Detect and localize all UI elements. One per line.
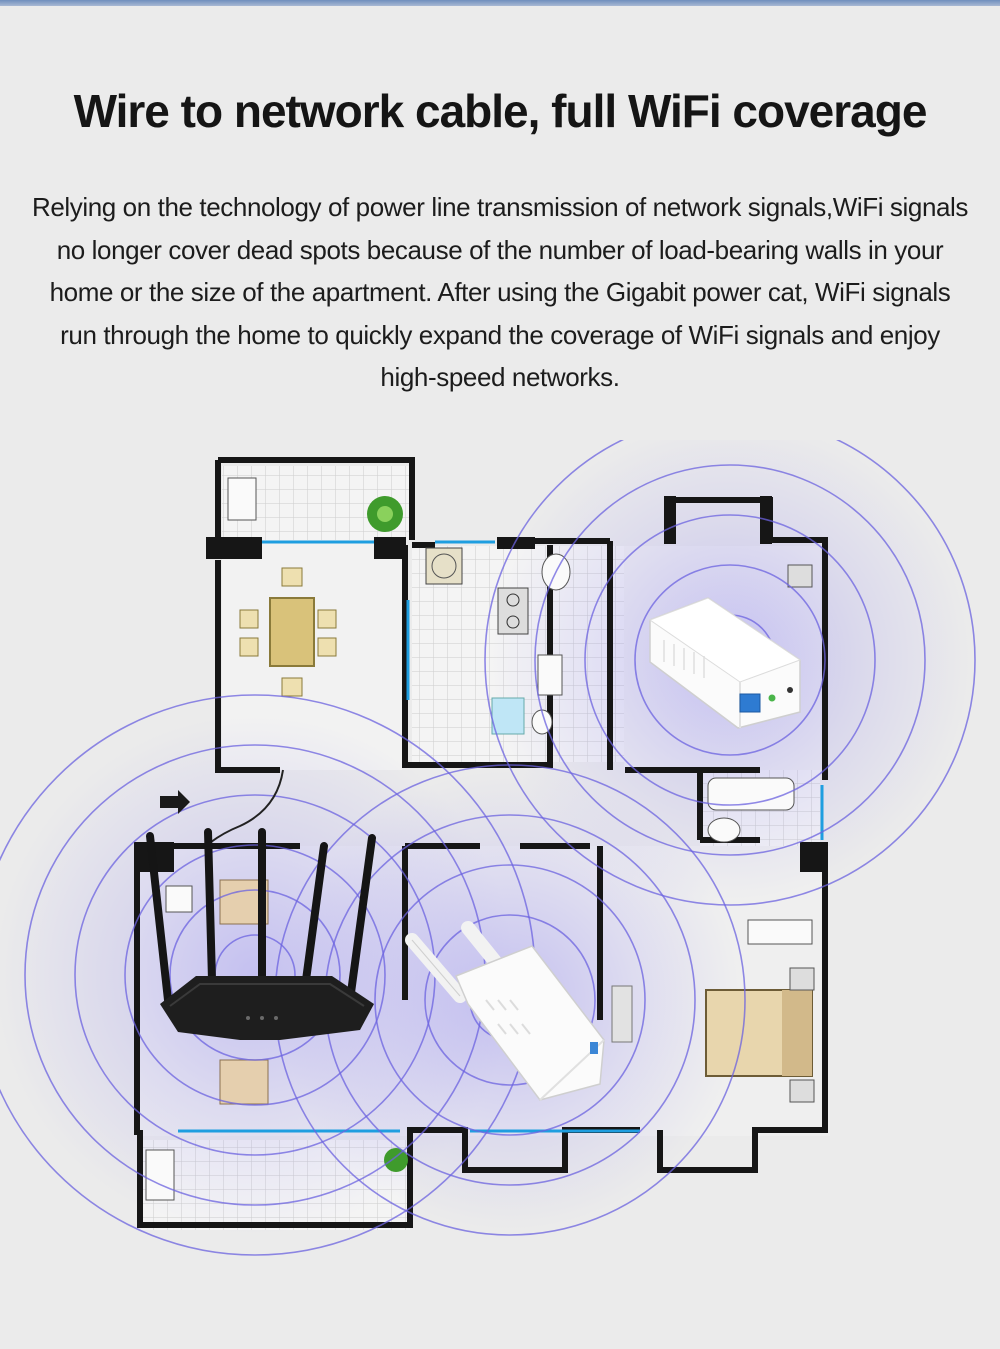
router-icon bbox=[146, 828, 376, 1040]
description-text: Relying on the technology of power line … bbox=[31, 192, 969, 392]
sink-icon bbox=[145, 477, 563, 1201]
windows bbox=[178, 540, 824, 1133]
wifi-extender-icon bbox=[405, 921, 605, 1101]
page-title: Wire to network cable, full WiFi coverag… bbox=[73, 85, 928, 137]
bed-icon bbox=[705, 564, 815, 1103]
top-accent-strip bbox=[0, 0, 1000, 6]
dining-table-icon bbox=[239, 567, 337, 697]
floorplan-illustration bbox=[0, 440, 976, 1256]
walls bbox=[134, 457, 828, 1228]
signal-glow bbox=[0, 440, 970, 1235]
plant-icon bbox=[367, 496, 408, 1172]
bathtub-icon bbox=[707, 777, 795, 811]
stove-icon bbox=[425, 547, 529, 735]
powerline-adapter-icon bbox=[648, 597, 802, 729]
